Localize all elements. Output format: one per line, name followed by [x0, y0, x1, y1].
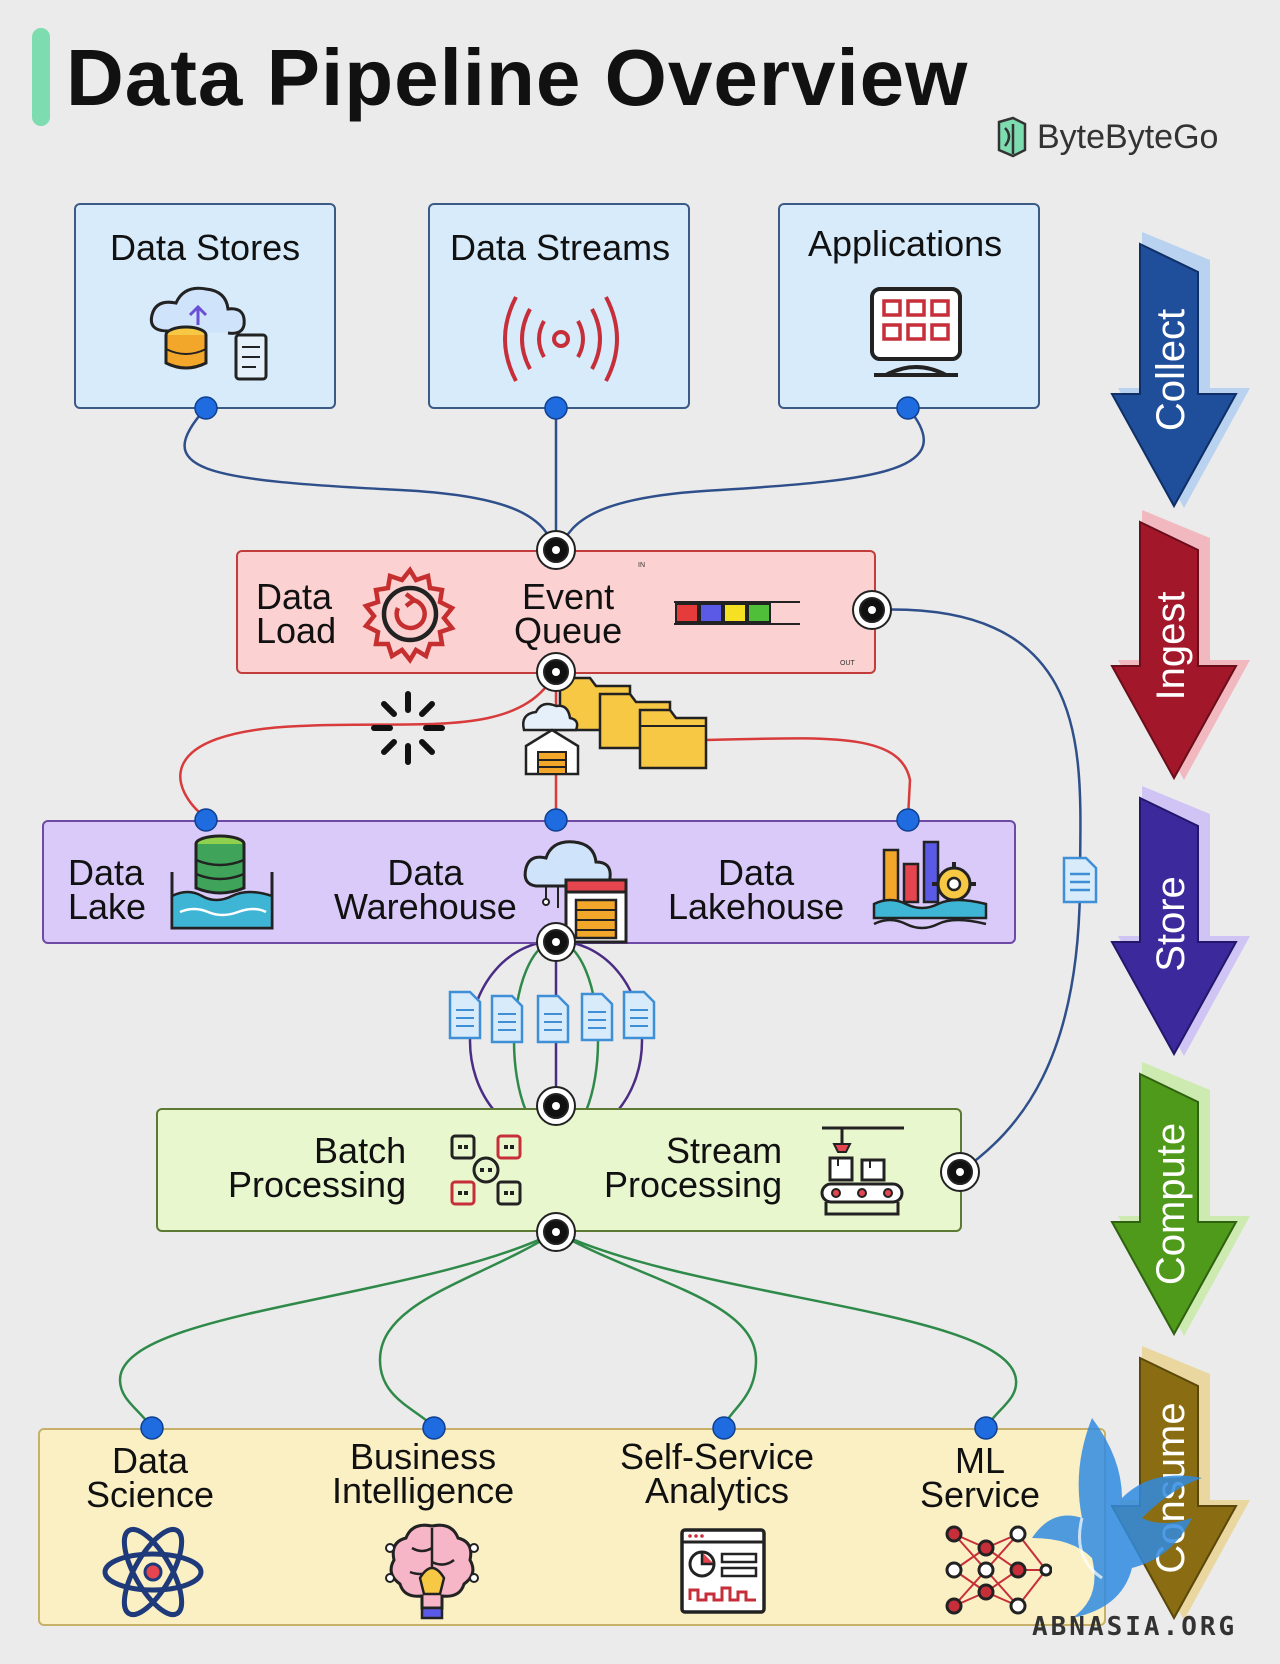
- link-compute-ml: [555, 1230, 1018, 1429]
- queue-in-label: IN: [638, 562, 645, 569]
- cloud-database-icon: [149, 286, 268, 381]
- watermark-text: ABNASIA.ORG: [1032, 1612, 1238, 1642]
- gear-refresh-icon: [362, 566, 456, 664]
- title-accent-bar: [32, 28, 50, 126]
- batch-processing-label: Batch Processing: [228, 1130, 407, 1205]
- ingest-layer[interactable]: Data Load Event Queue IN OUT: [236, 550, 876, 674]
- bytebytego-logo-icon: [997, 116, 1027, 158]
- watermark-eagle-icon: [1032, 1418, 1202, 1618]
- neural-network-icon: [945, 1525, 1052, 1615]
- lakehouse-icon: [872, 840, 988, 930]
- data-science-label: Data Science: [86, 1440, 215, 1515]
- source-data-stores[interactable]: Data Stores: [74, 203, 336, 409]
- folders-warehouse-icon: [522, 676, 708, 776]
- data-lake-label: Data Lake: [68, 852, 147, 927]
- brand-name: ByteByteGo: [1037, 117, 1219, 156]
- broadcast-signal-icon: [503, 296, 619, 382]
- data-lakehouse-label: Data Lakehouse: [668, 852, 845, 927]
- queue-out-label: OUT: [840, 660, 855, 667]
- source-data-streams[interactable]: Data Streams: [428, 203, 690, 409]
- link-ingest-lakehouse: [699, 737, 912, 819]
- link-compute-bi: [378, 1230, 557, 1429]
- page-title: Data Pipeline Overview: [66, 33, 969, 122]
- brand: ByteByteGo: [995, 116, 1218, 158]
- batch-processing-icon: [450, 1134, 522, 1206]
- stream-processing-label: Stream Processing: [604, 1130, 783, 1205]
- self-service-analytics-label: Self-Service Analytics: [620, 1436, 815, 1511]
- conveyor-belt-icon: [820, 1126, 904, 1216]
- source-applications[interactable]: Applications: [778, 203, 1040, 409]
- documents-icon: [448, 990, 656, 1044]
- cloud-warehouse-icon: [523, 840, 628, 944]
- source-data-stores-label: Data Stores: [110, 227, 301, 268]
- ml-service-label: ML Service: [920, 1440, 1041, 1515]
- link-apps-ingest: [558, 407, 925, 551]
- consume-layer[interactable]: Data Science Business Intelligence Self-…: [38, 1428, 1106, 1626]
- link-compute-ssa: [555, 1230, 758, 1429]
- analytics-dashboard-icon: [680, 1528, 766, 1614]
- business-intelligence-label: Business Intelligence: [332, 1436, 515, 1511]
- link-ingest-lake: [179, 671, 558, 819]
- loading-spinner-icon: [371, 691, 445, 765]
- message-queue-icon: [674, 601, 800, 625]
- link-compute-ds: [118, 1230, 557, 1429]
- source-applications-label: Applications: [808, 223, 1003, 264]
- brain-lightbulb-icon: [385, 1523, 479, 1620]
- source-data-streams-label: Data Streams: [450, 227, 671, 268]
- atom-icon: [102, 1526, 204, 1618]
- data-load-label: Data Load: [256, 576, 337, 651]
- data-warehouse-label: Data Warehouse: [334, 852, 517, 927]
- data-lake-icon: [170, 834, 274, 930]
- event-queue-label: Event Queue: [514, 576, 623, 651]
- document-icon: [1062, 856, 1098, 904]
- store-layer[interactable]: Data Lake Data Warehouse Data Lakehouse: [42, 820, 1016, 944]
- link-stores-ingest: [183, 407, 557, 551]
- compute-layer[interactable]: Batch Processing Stream Processing: [156, 1108, 962, 1232]
- application-grid-icon: [870, 287, 962, 377]
